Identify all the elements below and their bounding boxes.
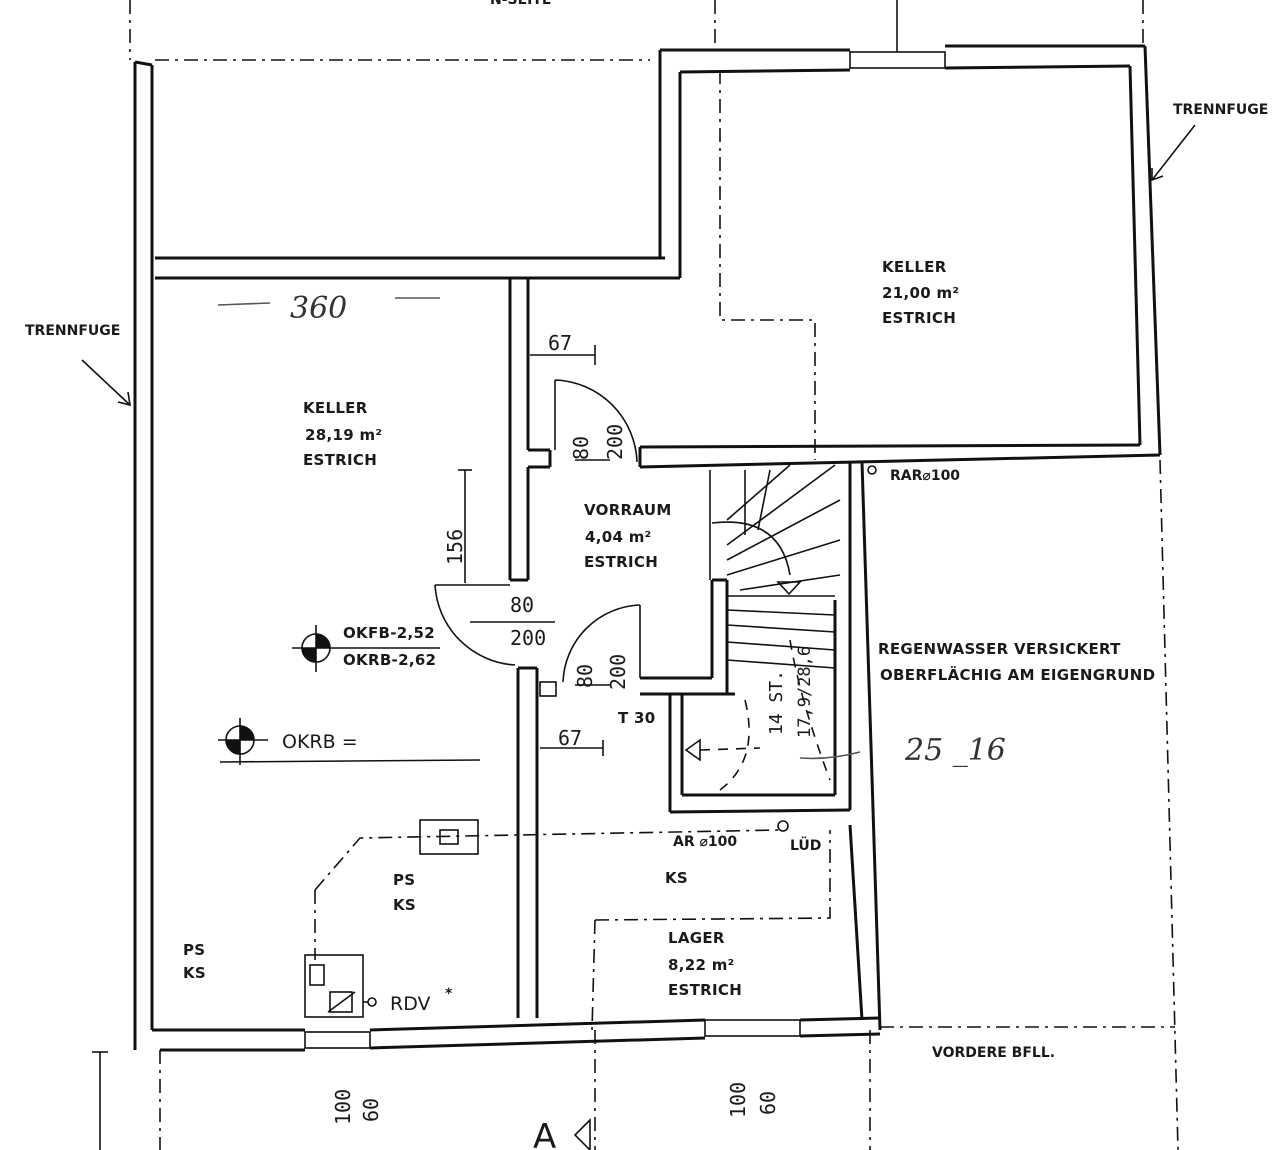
section-arrow-icon <box>573 1118 591 1150</box>
regen-line1: REGENWASSER VERSICKERT <box>878 640 1121 658</box>
dim-67-top: 67 <box>548 331 572 355</box>
window-bottom-left <box>304 1031 371 1049</box>
room-vorraum-floor: ESTRICH <box>584 553 658 571</box>
stair-and-lager-walls <box>668 461 882 1031</box>
level-marker-okrb <box>218 718 481 765</box>
trennfuge-left: TRENNFUGE <box>25 323 120 339</box>
lud-label: LÜD <box>790 836 821 854</box>
upper-left-area <box>133 50 682 1050</box>
room-lager-area: 8,22 m² <box>668 956 735 974</box>
dim-door-top-height: 200 <box>603 424 627 460</box>
room-keller-right-area: 21,00 m² <box>882 284 959 302</box>
door-bottom[interactable] <box>562 604 641 683</box>
section-label: A <box>533 1117 556 1150</box>
dim-156: 156 <box>443 529 467 565</box>
door-mid[interactable] <box>434 584 516 666</box>
dim-67-bottom: 67 <box>558 726 582 750</box>
dim-window-left-height: 60 <box>359 1098 383 1122</box>
trennfuge-right: TRENNFUGE <box>1173 102 1268 118</box>
dim-window-right-height: 60 <box>756 1091 780 1115</box>
vordere-label: VORDERE BFLL. <box>932 1045 1055 1061</box>
room-vorraum-area: 4,04 m² <box>585 528 652 546</box>
window-bottom-right <box>704 1019 801 1037</box>
room-keller-right-floor: ESTRICH <box>882 309 956 327</box>
rdv-valve-symbol <box>304 954 377 1018</box>
room-keller-left-area: 28,19 m² <box>305 426 382 444</box>
window-top <box>849 51 946 69</box>
ar-label: AR ⌀100 <box>673 834 737 850</box>
rdv-mark: * <box>445 986 453 1002</box>
service-lines <box>314 70 831 1031</box>
ks-mid-label: KS <box>393 896 416 914</box>
level-okfb: OKFB-2,52 <box>343 624 435 642</box>
level-marker-okfb <box>292 625 440 672</box>
dim-door-mid-width: 80 <box>510 593 534 617</box>
ps-left-label: PS <box>183 941 205 959</box>
room-vorraum-name: VORRAUM <box>584 501 672 519</box>
room-lager-name: LAGER <box>668 929 725 947</box>
rar-label: RAR⌀100 <box>890 468 960 484</box>
dimension-lines <box>92 345 610 1150</box>
handwritten-360: 360 <box>290 291 347 326</box>
pump-symbol-top <box>419 819 479 855</box>
dim-door-bottom-width: 80 <box>573 664 597 688</box>
fire-door-label: T 30 <box>618 709 656 727</box>
staircase <box>684 464 841 791</box>
rar-pipe-icon <box>867 465 877 475</box>
dim-window-left-width: 100 <box>331 1089 355 1125</box>
door-top[interactable] <box>554 379 638 463</box>
bottom-walls <box>152 1016 881 1052</box>
stair-ratio: 17,9/28,6 <box>795 646 815 738</box>
north-label: N-SEITE <box>490 0 552 8</box>
dim-window-right-width: 100 <box>726 1082 750 1118</box>
handwritten-right: 25 _16 <box>904 733 1006 768</box>
ks-left-label: KS <box>183 964 206 982</box>
dim-door-bottom-height: 200 <box>606 654 630 690</box>
room-lager-floor: ESTRICH <box>668 981 742 999</box>
room-keller-left-name: KELLER <box>303 399 368 417</box>
level-okrb: OKRB-2,62 <box>343 651 436 669</box>
dim-door-top-width: 80 <box>569 436 593 460</box>
room-keller-left-floor: ESTRICH <box>303 451 377 469</box>
rdv-label: RDV <box>390 993 431 1015</box>
trennfuge-right-arrow-icon <box>1151 124 1196 181</box>
ks-lager-label: KS <box>665 869 688 887</box>
ps-mid-label: PS <box>393 871 415 889</box>
trennfuge-left-arrow-icon <box>81 359 131 406</box>
dim-door-mid-height: 200 <box>510 626 546 650</box>
room-keller-right-name: KELLER <box>882 258 947 276</box>
keller-right-walls <box>639 0 1162 469</box>
ar-pipe-icon <box>777 820 789 832</box>
regen-line2: OBERFLÄCHIG AM EIGENGRUND <box>880 665 1155 684</box>
grid-line-right <box>1159 459 1179 1150</box>
level-okrb-eq: OKRB = <box>282 731 358 753</box>
central-walls <box>508 278 735 1018</box>
stair-count: 14 ST. <box>766 670 787 735</box>
